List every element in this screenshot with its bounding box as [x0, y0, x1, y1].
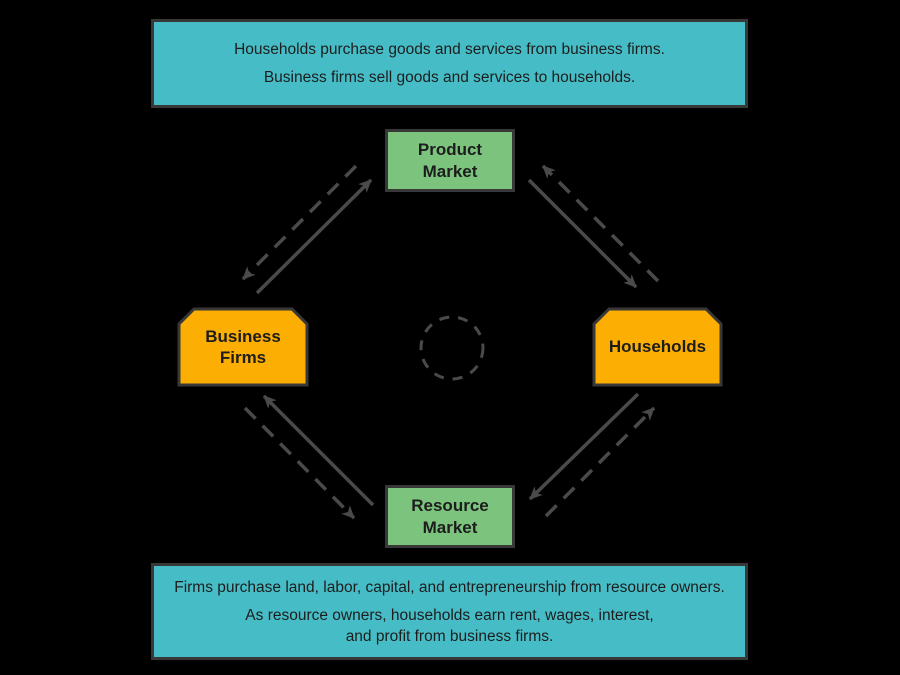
bottom-info-box: Firms purchase land, labor, capital, and…: [151, 563, 748, 660]
top-info-line-2: Business firms sell goods and services t…: [263, 69, 636, 86]
arrow-business-firms-to-product-market: [255, 178, 373, 295]
arrow-business-firms-to-resource-market: [243, 406, 356, 520]
bottom-info-line-1: Firms purchase land, labor, capital, and…: [174, 578, 725, 596]
node-business-firms: Business Firms: [179, 309, 307, 385]
households-shape: [592, 307, 723, 387]
households-label: Households: [608, 337, 707, 357]
resource-market-label: Resource Market: [411, 496, 489, 537]
bottom-info-line-2: As resource owners, households earn rent…: [245, 606, 654, 624]
arrow-households-to-product-market: [541, 164, 660, 283]
product-market-label: Product Market: [417, 140, 483, 181]
arrow-households-to-resource-market: [528, 392, 640, 501]
node-product-market: Product Market: [385, 129, 515, 192]
top-info-box: Households purchase goods and services f…: [151, 19, 748, 108]
arrow-resource-market-to-households: [544, 406, 656, 518]
business-firms-label: Business Firms: [205, 326, 281, 367]
top-info-line-1: Households purchase goods and services f…: [234, 41, 665, 58]
arrow-resource-market-to-business-firms: [262, 394, 375, 507]
node-households: Households: [594, 309, 721, 385]
center-dashed-circle: [419, 315, 485, 381]
arrow-product-market-to-business-firms: [241, 164, 358, 281]
business-firms-shape: [177, 307, 309, 387]
node-resource-market: Resource Market: [385, 485, 515, 548]
bottom-info-line-3: and profit from business firms.: [345, 627, 554, 645]
arrow-product-market-to-households: [527, 178, 638, 289]
